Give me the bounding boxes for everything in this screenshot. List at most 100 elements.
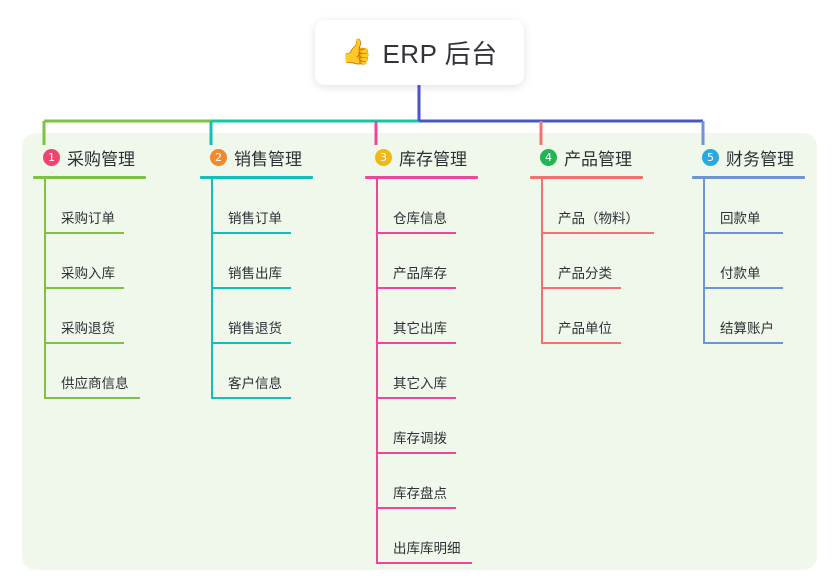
leaf-node[interactable]: 产品库存 <box>365 234 478 289</box>
branch-spine-5 <box>703 179 705 344</box>
leaf-node-label: 产品单位 <box>558 321 612 336</box>
leaf-node[interactable]: 采购退货 <box>33 289 146 344</box>
leaf-node-rule <box>376 232 456 234</box>
leaf-node-rule <box>211 287 291 289</box>
branch-item-list-3: 仓库信息产品库存其它出库其它入库库存调拨库存盘点出库库明细 <box>365 179 478 564</box>
leaf-node-rule <box>703 342 783 344</box>
leaf-node-label: 供应商信息 <box>61 376 129 391</box>
leaf-node[interactable]: 产品分类 <box>530 234 643 289</box>
leaf-node-rule <box>376 397 456 399</box>
branch-rule-5 <box>692 176 805 179</box>
leaf-node[interactable]: 产品（物料） <box>530 179 654 234</box>
leaf-node-rule <box>211 232 291 234</box>
leaf-node-label: 产品分类 <box>558 266 612 281</box>
leaf-node[interactable]: 销售出库 <box>200 234 313 289</box>
branch-header-1[interactable]: 1 采购管理 <box>33 145 146 169</box>
branch-spine-1 <box>44 179 46 399</box>
branch-column-4: 4 产品管理产品（物料） 产品分类产品单位 <box>530 145 654 344</box>
leaf-node-rule <box>376 287 456 289</box>
branch-header-5[interactable]: 5 财务管理 <box>692 145 805 169</box>
leaf-node-label: 其它出库 <box>393 321 447 336</box>
leaf-node-rule <box>541 342 621 344</box>
branch-spine-4 <box>541 179 543 344</box>
leaf-node-label: 采购退货 <box>61 321 115 336</box>
leaf-node[interactable]: 销售退货 <box>200 289 313 344</box>
leaf-node-label: 采购订单 <box>61 211 115 226</box>
leaf-node-label: 结算账户 <box>720 321 774 336</box>
leaf-node-rule <box>376 452 456 454</box>
branch-badge-1: 1 <box>43 148 60 166</box>
leaf-node[interactable]: 供应商信息 <box>33 344 146 399</box>
diagram-background-panel <box>22 133 817 570</box>
branch-spine-3 <box>376 179 378 564</box>
leaf-node-rule <box>44 342 124 344</box>
thumbs-up-icon: 👍 <box>341 38 373 66</box>
branch-badge-5: 5 <box>702 148 719 166</box>
leaf-node-label: 库存盘点 <box>393 486 447 501</box>
leaf-node-label: 仓库信息 <box>393 211 447 226</box>
leaf-node[interactable]: 库存盘点 <box>365 454 478 509</box>
branch-item-list-1: 采购订单采购入库采购退货供应商信息 <box>33 179 146 399</box>
leaf-node-rule <box>703 287 783 289</box>
leaf-node-label: 库存调拨 <box>393 431 447 446</box>
leaf-node-label: 其它入库 <box>393 376 447 391</box>
leaf-node-rule <box>44 287 124 289</box>
branch-column-5: 5 财务管理回款单付款单结算账户 <box>692 145 805 344</box>
branch-item-list-4: 产品（物料） 产品分类产品单位 <box>530 179 654 344</box>
branch-item-list-5: 回款单付款单结算账户 <box>692 179 805 344</box>
leaf-node-rule <box>703 232 783 234</box>
leaf-node-rule <box>376 342 456 344</box>
leaf-node[interactable]: 回款单 <box>692 179 805 234</box>
leaf-node-rule <box>376 507 456 509</box>
root-node[interactable]: 👍 ERP 后台 <box>315 20 524 85</box>
branch-badge-2: 2 <box>210 148 227 166</box>
leaf-node-label: 产品（物料） <box>558 211 639 226</box>
leaf-node-rule <box>541 232 654 234</box>
leaf-node-rule <box>211 342 291 344</box>
leaf-node[interactable]: 产品单位 <box>530 289 643 344</box>
leaf-node[interactable]: 客户信息 <box>200 344 313 399</box>
root-node-title: ERP 后台 <box>382 39 498 69</box>
branch-header-4[interactable]: 4 产品管理 <box>530 145 643 169</box>
leaf-node-label: 销售订单 <box>228 211 282 226</box>
leaf-node-rule <box>44 232 124 234</box>
leaf-node[interactable]: 其它出库 <box>365 289 478 344</box>
branch-title-3: 库存管理 <box>399 149 467 169</box>
leaf-node-rule <box>211 397 291 399</box>
branch-column-1: 1 采购管理采购订单采购入库采购退货供应商信息 <box>33 145 146 399</box>
branch-rule-1 <box>33 176 146 179</box>
leaf-node-label: 付款单 <box>720 266 761 281</box>
branch-rule-3 <box>365 176 478 179</box>
branch-title-5: 财务管理 <box>726 149 794 169</box>
branch-title-2: 销售管理 <box>234 149 302 169</box>
branch-rule-4 <box>530 176 643 179</box>
leaf-node-label: 产品库存 <box>393 266 447 281</box>
leaf-node[interactable]: 仓库信息 <box>365 179 478 234</box>
branch-spine-2 <box>211 179 213 399</box>
leaf-node-label: 出库库明细 <box>393 541 461 556</box>
leaf-node[interactable]: 采购订单 <box>33 179 146 234</box>
leaf-node[interactable]: 付款单 <box>692 234 805 289</box>
branch-header-2[interactable]: 2 销售管理 <box>200 145 313 169</box>
branch-header-3[interactable]: 3 库存管理 <box>365 145 478 169</box>
branch-item-list-2: 销售订单销售出库销售退货客户信息 <box>200 179 313 399</box>
branch-title-4: 产品管理 <box>564 149 632 169</box>
leaf-node[interactable]: 采购入库 <box>33 234 146 289</box>
branch-column-3: 3 库存管理仓库信息产品库存其它出库其它入库库存调拨库存盘点出库库明细 <box>365 145 478 564</box>
leaf-node[interactable]: 出库库明细 <box>365 509 478 564</box>
branch-badge-3: 3 <box>375 148 392 166</box>
leaf-node[interactable]: 结算账户 <box>692 289 805 344</box>
branch-title-1: 采购管理 <box>67 149 135 169</box>
leaf-node[interactable]: 销售订单 <box>200 179 313 234</box>
leaf-node-label: 销售出库 <box>228 266 282 281</box>
leaf-node[interactable]: 库存调拨 <box>365 399 478 454</box>
leaf-node-rule <box>541 287 621 289</box>
leaf-node[interactable]: 其它入库 <box>365 344 478 399</box>
leaf-node-rule <box>376 562 472 564</box>
leaf-node-label: 客户信息 <box>228 376 282 391</box>
leaf-node-label: 采购入库 <box>61 266 115 281</box>
branch-badge-4: 4 <box>540 148 557 166</box>
leaf-node-rule <box>44 397 140 399</box>
leaf-node-label: 回款单 <box>720 211 761 226</box>
